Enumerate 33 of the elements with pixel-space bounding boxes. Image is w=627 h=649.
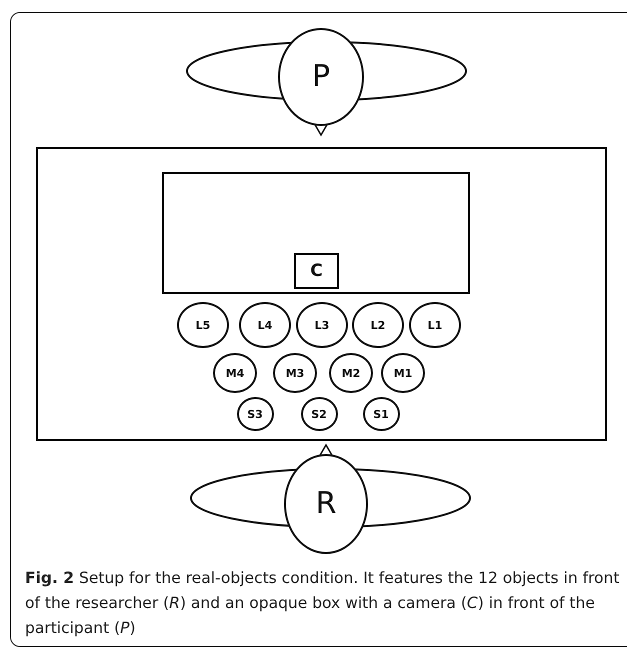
object-label: L1 xyxy=(428,320,442,330)
object-label: M3 xyxy=(286,368,304,378)
object-label: S2 xyxy=(311,408,327,420)
object-circle xyxy=(362,397,400,431)
person-figure xyxy=(191,443,470,553)
object-circle xyxy=(273,353,317,393)
object-label: S3 xyxy=(247,408,263,420)
object-circle xyxy=(409,302,461,348)
object-circle xyxy=(329,353,373,393)
camera-box xyxy=(294,253,339,289)
object-label: L4 xyxy=(258,320,272,330)
object-circle xyxy=(177,302,229,348)
object-label: M2 xyxy=(342,368,360,378)
person-label: R xyxy=(316,489,336,519)
object-circle xyxy=(213,353,257,393)
object-label: M1 xyxy=(394,368,412,378)
figure-caption: Fig. 2 Setup for the real-objects condition. It features the 12 objects in front of the researcher (R) and an opaque box with a camera (C) in front of the participant (P) xyxy=(25,568,620,639)
object-circle xyxy=(381,353,425,393)
object-label: L5 xyxy=(196,320,210,330)
object-label: L3 xyxy=(314,320,330,330)
object-circle xyxy=(352,302,404,348)
object-circle xyxy=(236,397,274,431)
object-label: S1 xyxy=(373,408,389,420)
object-label: M4 xyxy=(226,368,244,378)
person-label: P xyxy=(312,62,330,92)
object-label: C xyxy=(310,262,323,280)
table-outline xyxy=(36,147,607,441)
object-circle xyxy=(239,302,291,348)
object-circle xyxy=(300,397,338,431)
person-figure xyxy=(187,29,466,137)
object-label: L2 xyxy=(370,320,386,330)
object-circle xyxy=(296,302,348,348)
opaque-box xyxy=(162,172,470,294)
